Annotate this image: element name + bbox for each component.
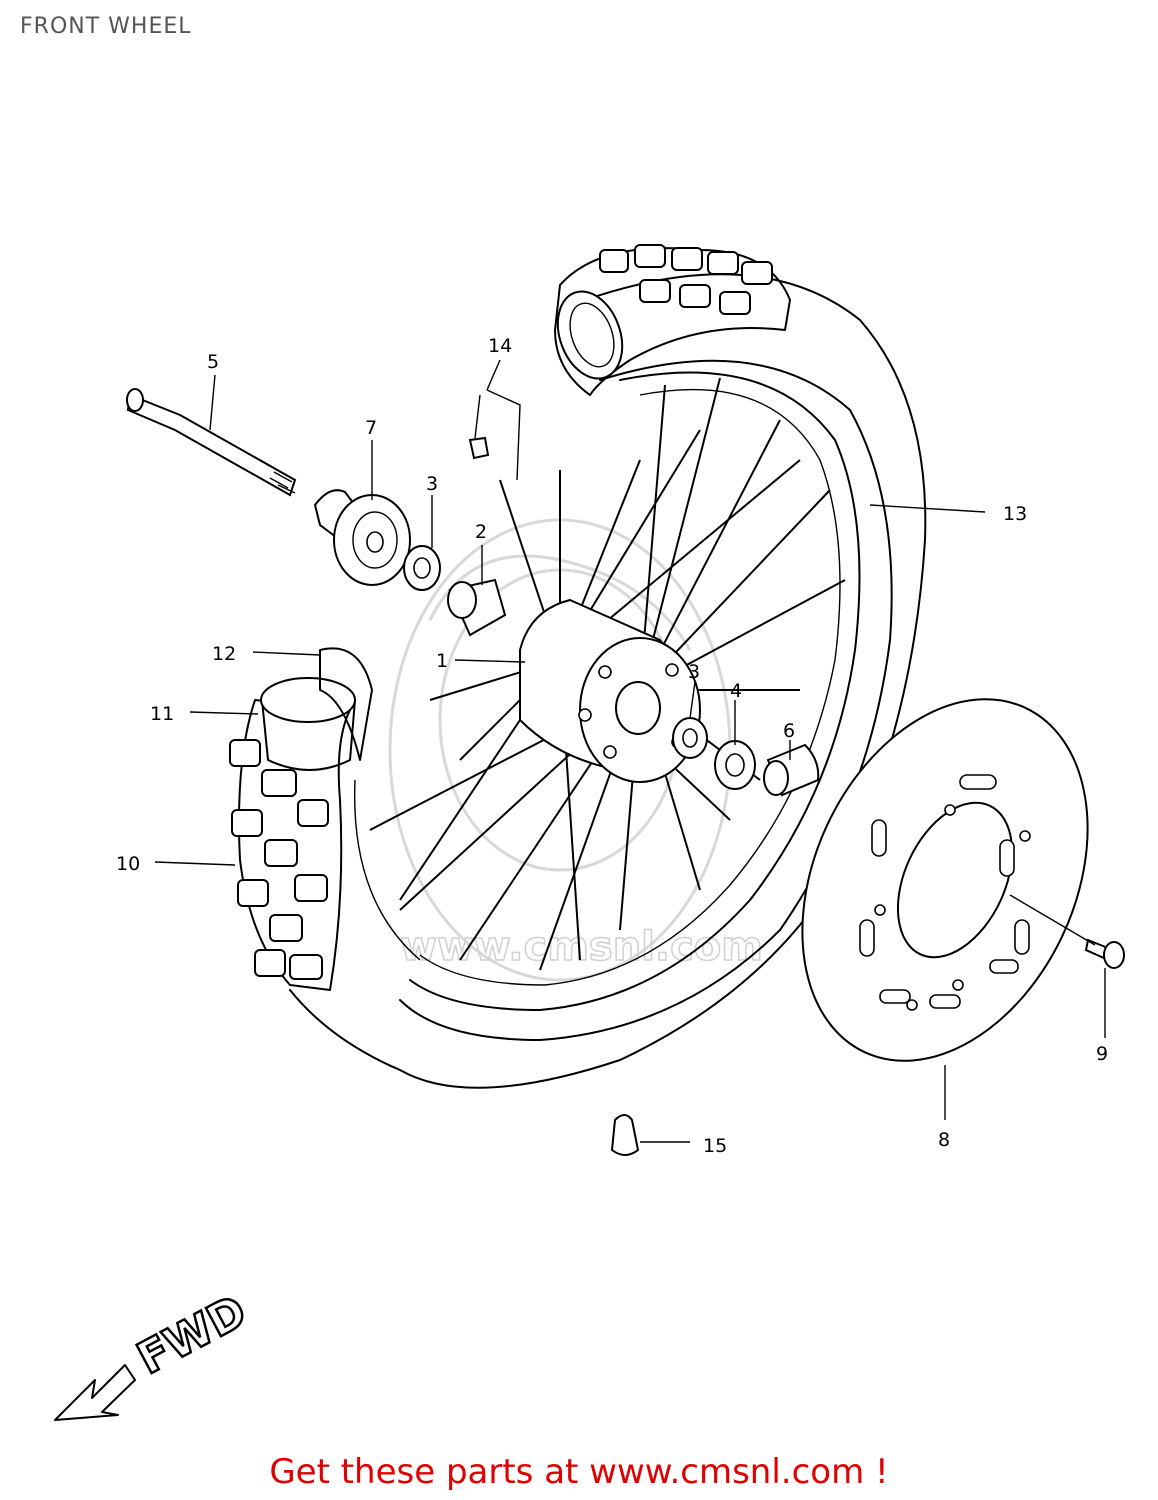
valve-cap: [610, 1114, 640, 1156]
rim-band: [319, 647, 373, 761]
callout-11: 11: [150, 703, 174, 725]
callout-5: 5: [207, 351, 219, 373]
inner-tube: [260, 677, 356, 771]
disc-bolt: [1084, 938, 1125, 969]
spacer-right: [763, 743, 820, 797]
spoke-nipple: [468, 436, 490, 460]
page-title: FRONT WHEEL: [20, 14, 192, 39]
callout-1: 1: [436, 650, 448, 672]
callout-6: 6: [783, 720, 795, 742]
footer-link-text[interactable]: Get these parts at www.cmsnl.com !: [269, 1452, 889, 1492]
callout-labels: 1 2 3 3 4 5 6 7 8 9 10 11 12 13 14 15: [116, 335, 1108, 1157]
callout-4: 4: [730, 680, 742, 702]
callout-12: 12: [212, 643, 236, 665]
forward-arrow: FWD: [54, 1284, 256, 1421]
hub: [519, 598, 701, 783]
fwd-label: FWD: [129, 1286, 255, 1385]
callout-13: 13: [1003, 503, 1027, 525]
brake-disc: [801, 698, 1089, 1062]
callout-14: 14: [488, 335, 512, 357]
callout-10: 10: [116, 853, 140, 875]
callout-3-right: 3: [688, 661, 700, 683]
axle: [126, 388, 297, 497]
callout-3-left: 3: [426, 473, 438, 495]
distance-collar: [447, 578, 507, 637]
speedo-gearbox: [313, 489, 411, 586]
callout-2: 2: [475, 521, 487, 543]
tire-front: [229, 699, 351, 991]
callout-9: 9: [1096, 1043, 1108, 1065]
tire-tread-top: [554, 244, 791, 396]
leader-lines: [154, 359, 1106, 1143]
callout-7: 7: [365, 417, 377, 439]
callout-8: 8: [938, 1129, 950, 1151]
callout-15: 15: [703, 1135, 727, 1157]
watermark-text: www.cmsnl.com: [400, 924, 763, 970]
